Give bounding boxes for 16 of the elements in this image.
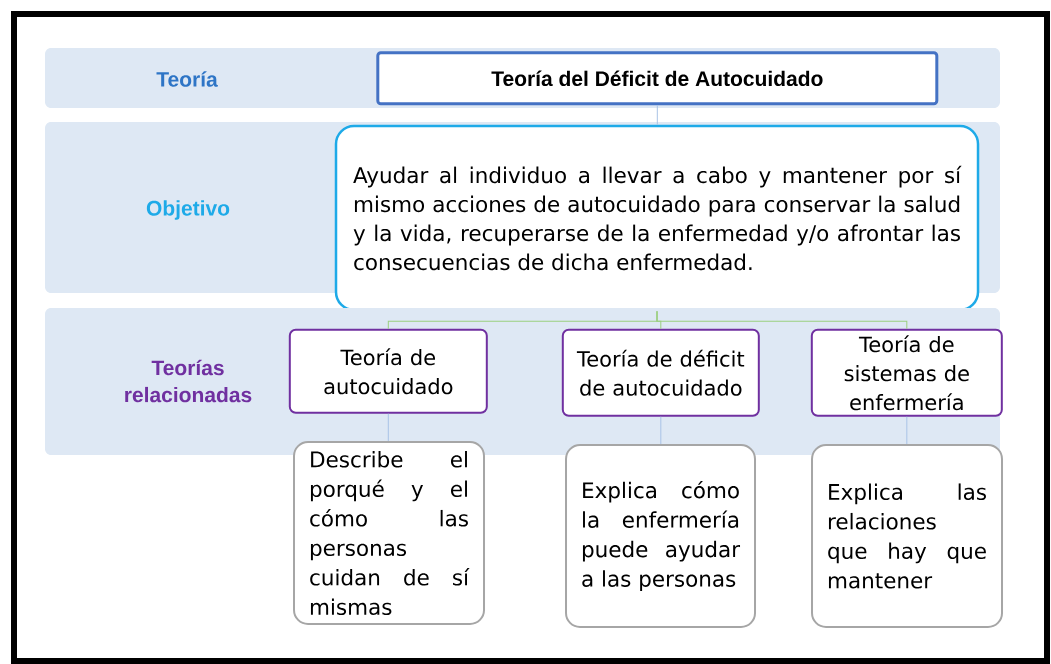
theory-box: Teoría de déficit de autocuidado (561, 328, 760, 417)
connector-line (906, 416, 908, 445)
connector-line (656, 310, 908, 330)
objective-box: Ayudar al individuo a llevar a cabo y mantener por sí mismo acciones de autocuidado para conservar la salud y la vida, recuperarse de la enfermedad y/o afrontar las consecuencias de dicha enfermedad. (334, 124, 980, 312)
band-label: Teoría (156, 71, 218, 87)
connector-line (387, 413, 389, 442)
description-box: Describe el porqué y el cómo las personas cuidan de sí mismas (293, 441, 485, 625)
title-box: Teoría del Déficit de Autocuidado (376, 51, 939, 106)
theory-box: Teoría de sistemas de enfermería (810, 328, 1003, 417)
description-box: Explica las relaciones que hay que mantener (811, 444, 1003, 628)
band-label: Teorías relacionadas (125, 359, 252, 403)
band-label: Objetivo (146, 200, 230, 220)
theory-box: Teoría de autocuidado (288, 328, 488, 414)
connector-line (656, 104, 658, 126)
description-box: Explica cómo la enfermería puede ayudar a las personas (565, 444, 756, 628)
connector-line (660, 416, 662, 445)
